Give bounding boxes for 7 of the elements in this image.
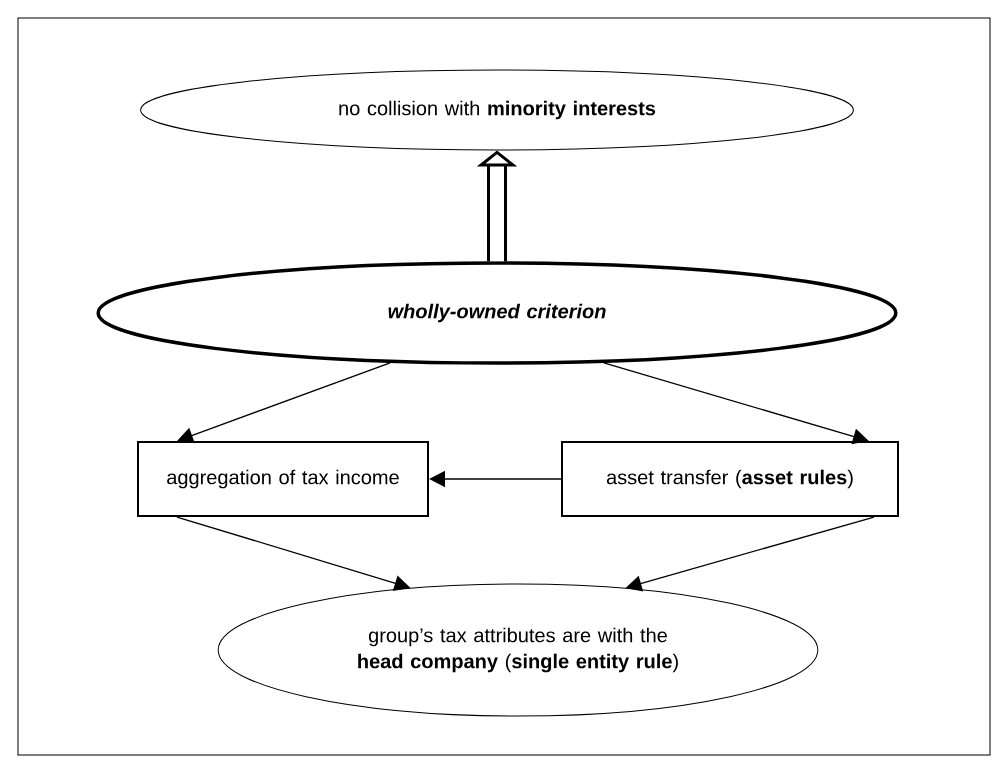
oval: no collision with minority interests bbox=[140, 69, 854, 151]
arrow bbox=[177, 362, 391, 444]
oval: group’s tax attributes are with the head company (single entity rule) bbox=[217, 583, 819, 717]
criterion-oval: wholly-owned criterion bbox=[96, 261, 898, 365]
arrow bbox=[603, 362, 869, 445]
process-box: asset transfer (asset rules) bbox=[561, 441, 899, 517]
process-box: aggregation of tax income bbox=[137, 441, 429, 517]
